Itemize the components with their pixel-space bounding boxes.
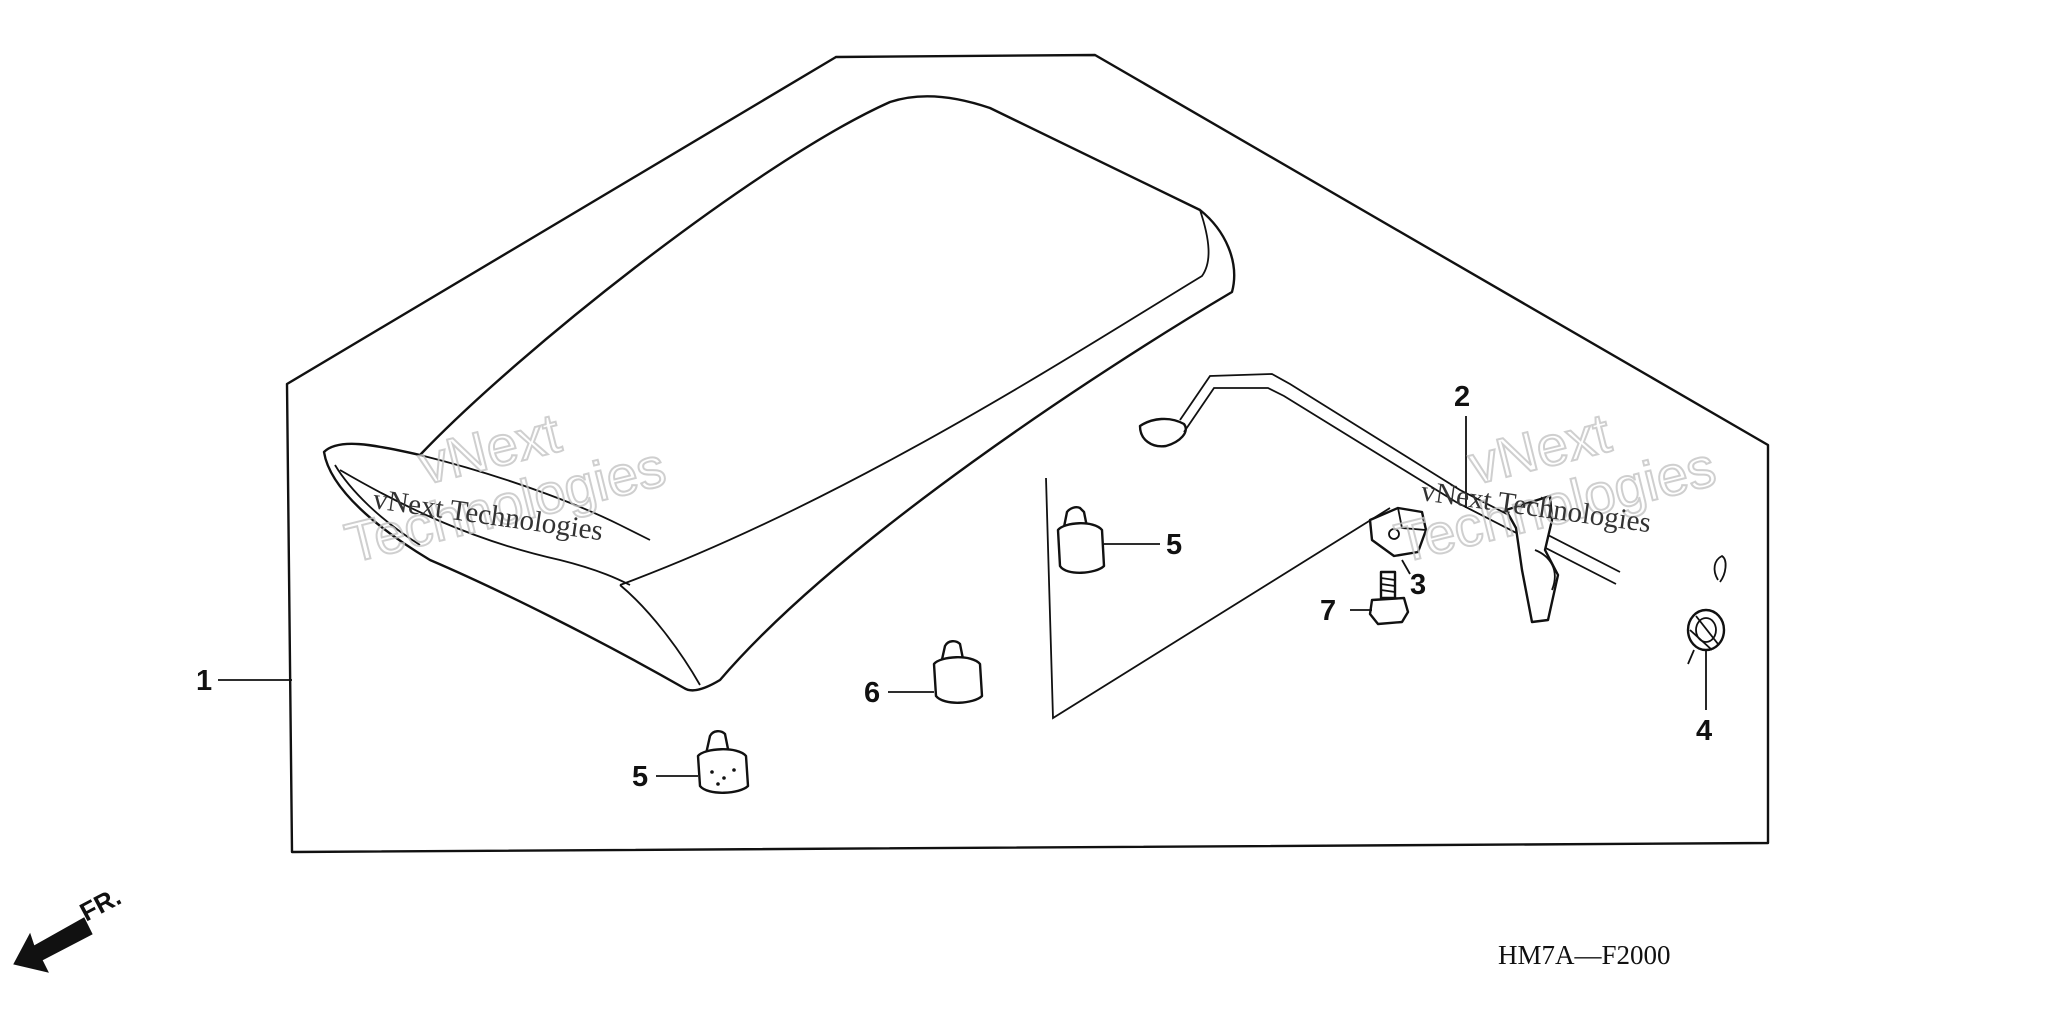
cushion-upper bbox=[1056, 506, 1106, 574]
callout-2: 2 bbox=[1454, 381, 1470, 413]
callout-6: 6 bbox=[864, 677, 880, 709]
seat-lock-rod bbox=[1138, 373, 1621, 624]
flange-bolt bbox=[1368, 570, 1410, 626]
torsion-spring bbox=[1686, 554, 1727, 665]
callout-1: 1 bbox=[196, 665, 212, 697]
callout-3: 3 bbox=[1410, 569, 1426, 601]
callout-5-upper: 5 bbox=[1166, 529, 1182, 561]
callout-5-lower: 5 bbox=[632, 761, 648, 793]
leader-lines bbox=[218, 416, 1707, 777]
cushion-lower bbox=[696, 730, 750, 794]
front-arrow-icon bbox=[13, 917, 93, 973]
cushion-mid bbox=[932, 640, 984, 704]
callout-4: 4 bbox=[1696, 715, 1712, 747]
clip-nut bbox=[1368, 506, 1428, 558]
front-direction-indicator: FR. bbox=[13, 881, 126, 973]
seat-assembly bbox=[322, 95, 1236, 692]
callout-7: 7 bbox=[1320, 595, 1336, 627]
assembly-boundary bbox=[285, 53, 1770, 854]
diagram-code: HM7A—F2000 bbox=[1498, 940, 1671, 970]
